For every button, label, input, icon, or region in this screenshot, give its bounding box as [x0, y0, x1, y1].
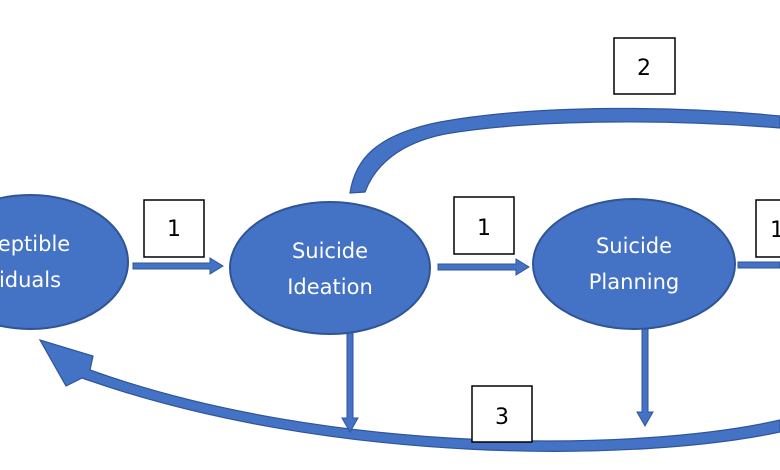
label-box-upper-loop: [613, 37, 676, 95]
planning-exit-arrow: [636, 317, 654, 428]
ideation-to-planning-arrow: [437, 258, 530, 276]
label-lower-loop: 3: [495, 405, 509, 430]
label-box-lower-loop: [471, 385, 533, 443]
node-ideation-line2: Ideation: [287, 275, 373, 299]
planning-to-next-arrow: [737, 261, 780, 269]
label-box-ideation-to-planning: [453, 196, 515, 255]
node-suicide-planning: [532, 198, 736, 330]
node-ideation-line1: Suicide: [292, 239, 368, 263]
label-susceptible-to-ideation: 1: [167, 217, 181, 242]
label-box-planning-to-next: [755, 199, 780, 258]
node-planning-line1: Suicide: [596, 234, 672, 258]
node-suicide-ideation: [229, 201, 431, 335]
label-ideation-to-planning: 1: [477, 216, 491, 241]
node-planning-line2: Planning: [589, 270, 679, 294]
ideation-exit-arrow: [341, 329, 359, 434]
label-upper-loop: 2: [637, 56, 651, 81]
label-planning-to-next: 1: [770, 218, 780, 243]
node-susceptible-individuals: [0, 194, 129, 330]
node-susceptible-line2: iduals: [0, 268, 61, 292]
node-susceptible-line1: eptible: [0, 232, 70, 256]
lower-loop-arrow: [38, 338, 780, 452]
susceptible-to-ideation-arrow: [132, 257, 224, 275]
label-box-susceptible-to-ideation: [143, 199, 205, 258]
upper-loop-arrow: [349, 107, 780, 194]
